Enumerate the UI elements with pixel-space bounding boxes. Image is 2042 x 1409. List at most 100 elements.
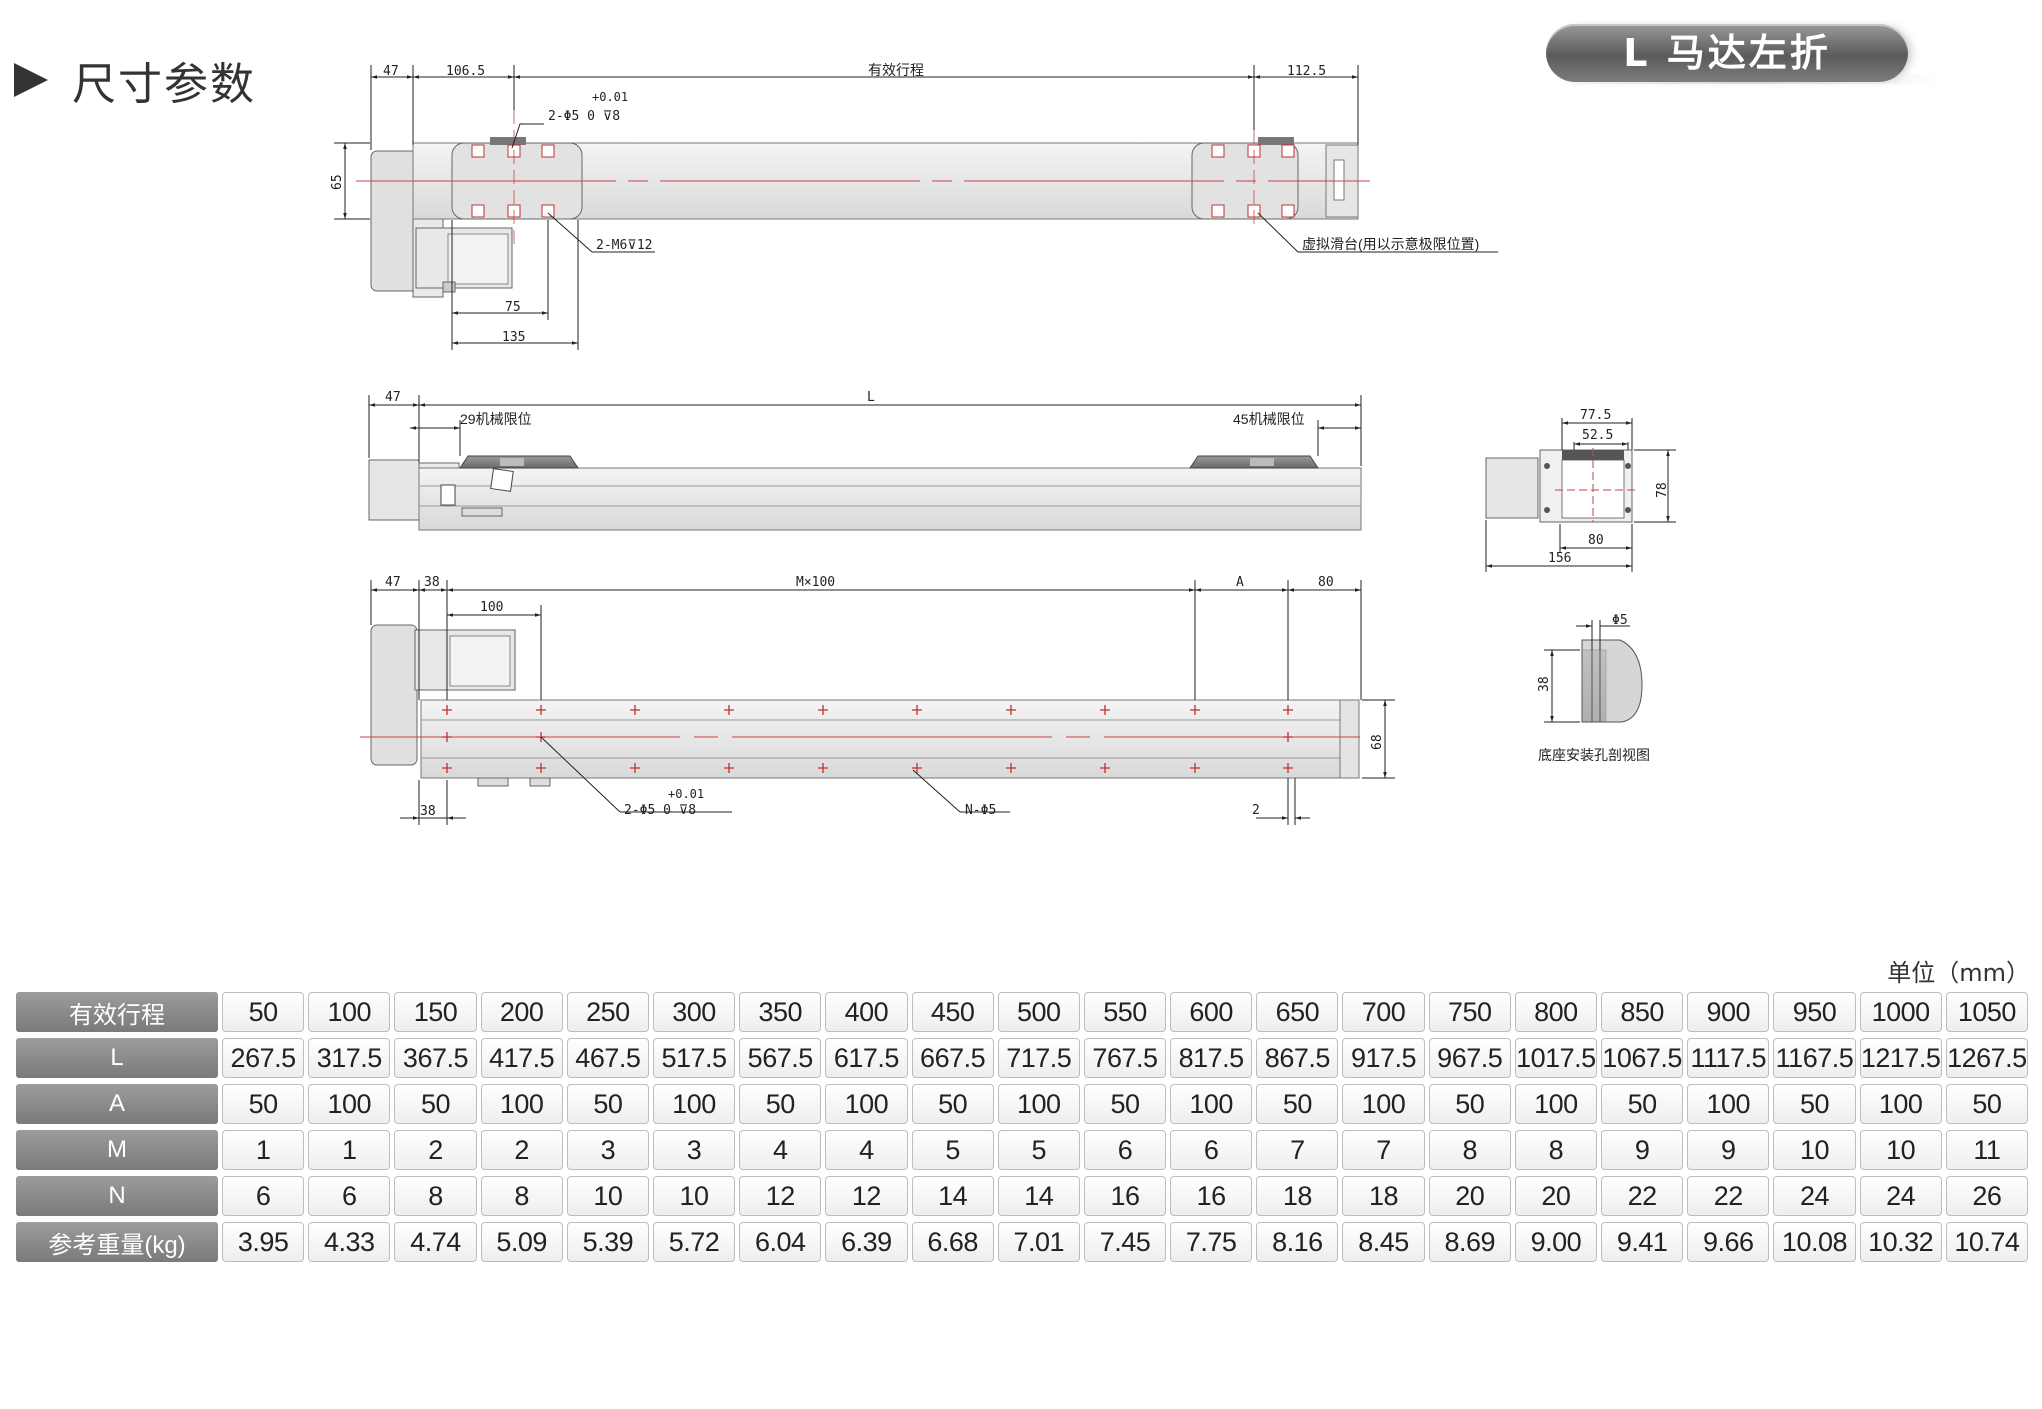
unit-label: 单位（mm） (1887, 959, 2030, 987)
table-cell: 1000 (1859, 992, 1942, 1032)
thread-spec: 2-M6⊽12 (596, 238, 652, 253)
hole-mark (1100, 705, 1110, 715)
hole-mark (442, 705, 452, 715)
section-title: 尺寸参数 (72, 59, 256, 110)
table-cell: 100 (1170, 1084, 1253, 1124)
limit-right-label: 45机械限位 (1233, 411, 1305, 427)
dim-38-top: 38 (424, 575, 440, 590)
end-view: 77.5 52.5 78 80 156 (1485, 408, 1676, 572)
hole-mark (536, 705, 546, 715)
virtual-slide-label: 虚拟滑台(用以示意极限位置) (1302, 236, 1479, 252)
table-cell: 500 (997, 992, 1080, 1032)
table-cell: 18 (1342, 1176, 1425, 1216)
table-cell: 100 (480, 1084, 563, 1124)
table-cell: 100 (652, 1084, 736, 1124)
table-cell: 900 (1687, 992, 1770, 1032)
dim-47-bottom: 47 (385, 575, 401, 590)
row-header: N (16, 1176, 218, 1216)
table-cell: 400 (825, 992, 908, 1032)
table-cell: 100 (308, 1084, 391, 1124)
table-cell: 350 (739, 992, 822, 1032)
dim-75: 75 (505, 300, 521, 315)
table-cell: 10 (566, 1176, 649, 1216)
hole-mark (630, 763, 640, 773)
table-cell: 7.01 (997, 1222, 1080, 1262)
table-cell: 1 (308, 1130, 391, 1170)
table-cell: 7 (1342, 1130, 1425, 1170)
hole-mark (1006, 705, 1016, 715)
dim-47: 47 (383, 64, 399, 79)
table-cell: 24 (1773, 1176, 1856, 1216)
table-cell: 6.04 (739, 1222, 822, 1262)
hole-mark (442, 763, 452, 773)
table-cell: 6.39 (825, 1222, 908, 1262)
table-cell: 2 (394, 1130, 477, 1170)
hole-mark (912, 705, 922, 715)
dim-2: 2 (1252, 803, 1260, 818)
table-cell: 2 (480, 1130, 563, 1170)
table-cell: 7.75 (1170, 1222, 1253, 1262)
tolerance-plus: +0.01 (592, 90, 628, 104)
table-cell: 12 (739, 1176, 822, 1216)
table-cell: 9.41 (1601, 1222, 1684, 1262)
table-cell: 18 (1256, 1176, 1339, 1216)
table-cell: 417.5 (480, 1038, 563, 1078)
table-cell: 1167.5 (1773, 1038, 1856, 1078)
dim-47-side: 47 (385, 390, 401, 405)
dim-135: 135 (502, 330, 525, 345)
table-cell: 967.5 (1428, 1038, 1511, 1078)
table-cell: 14 (997, 1176, 1080, 1216)
table-cell: 8 (1514, 1130, 1597, 1170)
row-header: L (16, 1038, 218, 1078)
dim-106-5: 106.5 (446, 64, 485, 79)
table-cell: 3 (566, 1130, 649, 1170)
table-cell: 7.45 (1083, 1222, 1167, 1262)
table-cell: 6 (1083, 1130, 1167, 1170)
table-cell: 10.08 (1773, 1222, 1856, 1262)
hole-mark (1100, 763, 1110, 773)
table-cell: 850 (1601, 992, 1684, 1032)
table-cell: 250 (566, 992, 649, 1032)
table-cell: 1067.5 (1601, 1038, 1684, 1078)
hole-mark (1283, 763, 1293, 773)
table-cell: 8.16 (1256, 1222, 1339, 1262)
dim-phi5: Φ5 (1612, 613, 1628, 628)
table-cell: 800 (1514, 992, 1597, 1032)
side-view: 47 L 29机械限位 45机械限位 (368, 390, 1362, 531)
table-cell: 617.5 (825, 1038, 908, 1078)
dim-77-5: 77.5 (1580, 408, 1611, 423)
table-cell: 100 (1859, 1084, 1942, 1124)
dim-80: 80 (1318, 575, 1334, 590)
table-cell: 867.5 (1256, 1038, 1339, 1078)
table-cell: 150 (394, 992, 477, 1032)
section-view: Φ5 38 底座安装孔剖视图 (1537, 613, 1650, 763)
table-cell: 100 (308, 992, 391, 1032)
table-cell: 667.5 (911, 1038, 994, 1078)
dim-38-bottom: 38 (420, 804, 436, 819)
technical-drawing: 47 106.5 有效行程 112.5 +0.01 2-Φ5 0 ⊽8 65 2… (330, 62, 1676, 825)
hole-mark (442, 732, 452, 742)
bottom-view: 47 38 M×100 A 80 100 68 38 +0.01 2-Φ5 0 … (360, 575, 1395, 825)
dim-38-section: 38 (1537, 676, 1552, 692)
table-cell: 100 (997, 1084, 1080, 1124)
table-cell: 317.5 (308, 1038, 391, 1078)
table-cell: 300 (652, 992, 736, 1032)
row-header: M (16, 1130, 218, 1170)
table-cell: 9.66 (1687, 1222, 1770, 1262)
table-cell: 50 (739, 1084, 822, 1124)
table-cell: 1017.5 (1514, 1038, 1597, 1078)
table-cell: 50 (911, 1084, 994, 1124)
table-cell: 10.32 (1859, 1222, 1942, 1262)
hole-mark (912, 763, 922, 773)
table-cell: 10.74 (1945, 1222, 2028, 1262)
table-cell: 50 (1428, 1084, 1511, 1124)
hole-mark (724, 705, 734, 715)
table-cell: 100 (1514, 1084, 1597, 1124)
table-cell: 50 (222, 1084, 305, 1124)
table-cell: 1 (222, 1130, 305, 1170)
table-cell: 100 (1687, 1084, 1770, 1124)
hole-spec-bottom: 2-Φ5 0 ⊽8 (624, 803, 696, 818)
